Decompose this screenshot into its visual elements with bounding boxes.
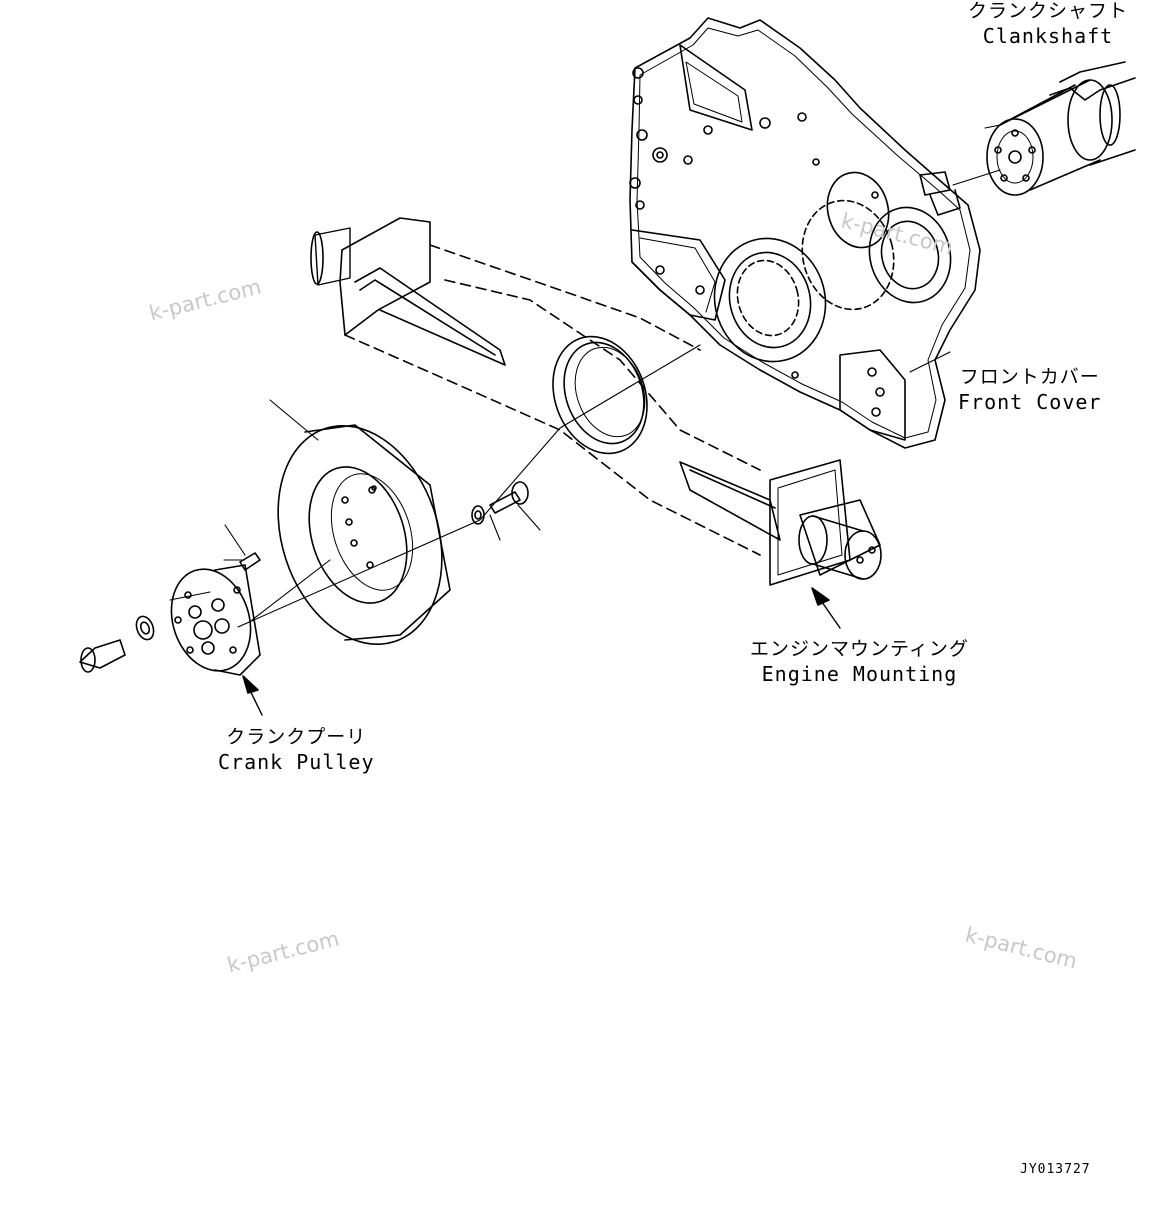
drawing-code: JY013727	[1020, 1162, 1091, 1177]
crankshaft-label-en: Clankshaft	[982, 23, 1114, 48]
oil-seal-part	[552, 335, 648, 455]
front-cover-label: フロントカバー Front Cover	[958, 366, 1101, 415]
engine-mounting-label-jp: エンジンマウンティング	[750, 638, 969, 660]
crankshaft-label: クランクシャフト Clankshaft	[968, 0, 1128, 49]
engine-mounting-label: エンジンマウンティング Engine Mounting	[750, 638, 969, 687]
engine-mounting-label-en: Engine Mounting	[761, 661, 958, 686]
leader-lines	[169, 124, 1001, 628]
crankshaft-part	[986, 61, 1136, 196]
engine-mounting-arrow	[811, 587, 841, 629]
crank-pulley-part	[79, 424, 529, 676]
crank-pulley-label-jp: クランクプーリ	[226, 726, 367, 748]
engine-mounting-part	[310, 217, 882, 586]
front-cover-label-jp: フロントカバー	[959, 366, 1100, 388]
front-cover-label-en: Front Cover	[958, 389, 1102, 414]
crank-pulley-arrow	[242, 675, 263, 716]
crank-pulley-label: クランクプーリ Crank Pulley	[218, 726, 375, 775]
front-cover-part	[629, 17, 981, 449]
crank-pulley-label-en: Crank Pulley	[218, 749, 375, 774]
crankshaft-label-jp: クランクシャフト	[968, 0, 1129, 22]
